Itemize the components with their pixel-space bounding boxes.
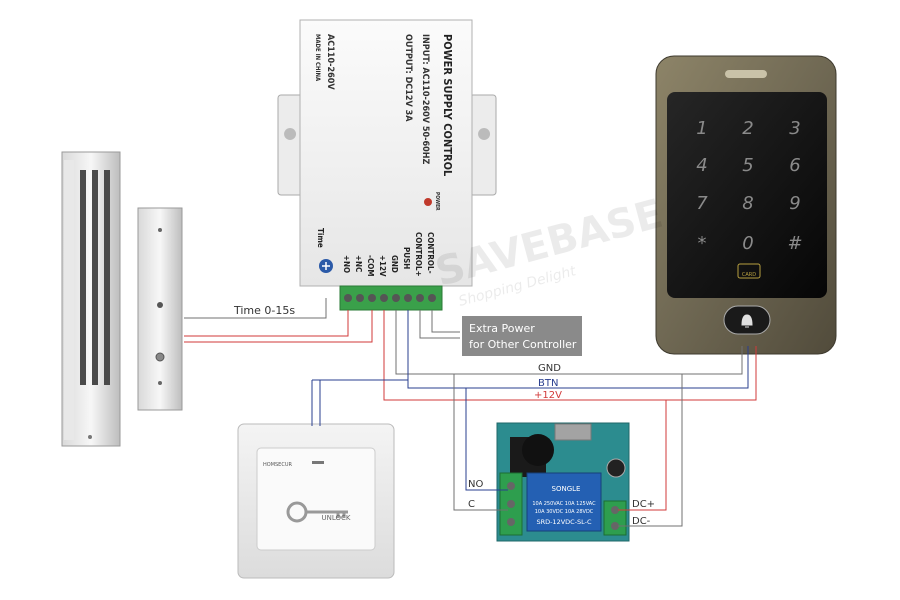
psu-origin: MADE IN CHINA: [314, 34, 321, 82]
terminal-screws: [344, 294, 436, 302]
keypad-reader: 1 2 3 4 5 6 7 8 9 * 0 # CARD: [655, 55, 837, 355]
wires: [184, 298, 757, 527]
key-1: 1: [696, 118, 707, 139]
extra-power-line-1: Extra Power: [469, 322, 535, 335]
power-supply: POWER SUPPLY CONTROL INPUT: AC110-260V 5…: [277, 19, 497, 311]
wire-lock-gray: [184, 298, 327, 319]
relay-spec-2: 10A 30VDC 10A 28VDC: [535, 509, 594, 515]
key-7: 7: [696, 193, 708, 214]
wire-12v: [383, 310, 757, 401]
armature-plate: [137, 207, 183, 411]
wire-lock-red-2: [184, 310, 373, 343]
gnd-label: GND: [538, 363, 561, 374]
card-icon: [737, 263, 761, 279]
key-star: *: [698, 233, 707, 254]
relay-model: SRD-12VDC-SL-C: [536, 518, 592, 526]
psu-ac-range: AC110-260V: [325, 34, 335, 90]
dcplus-label: DC+: [632, 499, 655, 510]
psu-time-label: Time: [316, 228, 325, 248]
wire-gnd: [395, 310, 743, 375]
terminal-label: CONTROL+: [414, 232, 423, 277]
psu-output: OUTPUT: DC12V 3A: [403, 34, 413, 122]
terminal-block: [339, 285, 443, 311]
terminal-label: +NO: [342, 255, 351, 273]
plus12v-label: +12V: [534, 390, 562, 401]
wire-extra-gray-2: [431, 310, 460, 333]
time-range-label: Time 0-15s: [233, 304, 295, 317]
relay-spec-1: 10A 250VAC 10A 125VAC: [532, 501, 596, 507]
psu-title: POWER SUPPLY CONTROL: [441, 34, 454, 177]
no-label: NO: [468, 479, 483, 490]
extra-power-line-2: for Other Controller: [469, 338, 577, 351]
magnetic-lock: [61, 151, 121, 447]
terminal-label: CONTROL-: [426, 232, 435, 274]
wire-btn: [407, 310, 749, 389]
wire-relay-c: [453, 374, 508, 511]
magnet-coil: [80, 170, 86, 385]
key-6: 6: [789, 155, 800, 176]
c-label: C: [468, 499, 475, 510]
key-3: 3: [789, 118, 800, 139]
key-2: 2: [742, 118, 753, 139]
psu-power-label: POWER: [434, 192, 440, 211]
relay-module: SONGLE 10A 250VAC 10A 125VAC 10A 30VDC 1…: [496, 422, 630, 542]
terminal-label: +12V: [378, 255, 387, 277]
psu-input: INPUT: AC110-260V 50-60HZ: [420, 34, 430, 165]
key-9: 9: [789, 193, 800, 214]
key-5: 5: [742, 155, 753, 176]
wire-relay-dcplus: [618, 400, 667, 511]
key-0: 0: [742, 233, 753, 254]
exit-button-label: UNLOCK: [322, 514, 351, 522]
key-8: 8: [742, 193, 753, 214]
extra-power-box: [462, 316, 582, 356]
bell-icon: [741, 314, 753, 328]
wire-lock-red: [184, 310, 349, 337]
exit-button: HOMSECUR UNLOCK: [237, 423, 395, 579]
exit-button-brand: HOMSECUR: [263, 462, 292, 468]
key-hash: #: [787, 233, 802, 254]
card-label: CARD: [742, 272, 756, 278]
relay-brand: SONGLE: [552, 485, 581, 493]
dcminus-label: DC-: [632, 516, 651, 527]
wire-relay-dcminus: [618, 374, 683, 527]
terminal-label: PUSH: [402, 247, 411, 269]
wire-extra-gray: [419, 310, 460, 339]
wire-relay-no: [465, 388, 508, 491]
power-led: [424, 198, 432, 206]
terminal-label: +NC: [354, 255, 363, 272]
btn-label: BTN: [538, 378, 558, 389]
terminal-label: GND: [390, 255, 399, 273]
terminal-label: -COM: [366, 255, 375, 277]
key-4: 4: [696, 155, 707, 176]
